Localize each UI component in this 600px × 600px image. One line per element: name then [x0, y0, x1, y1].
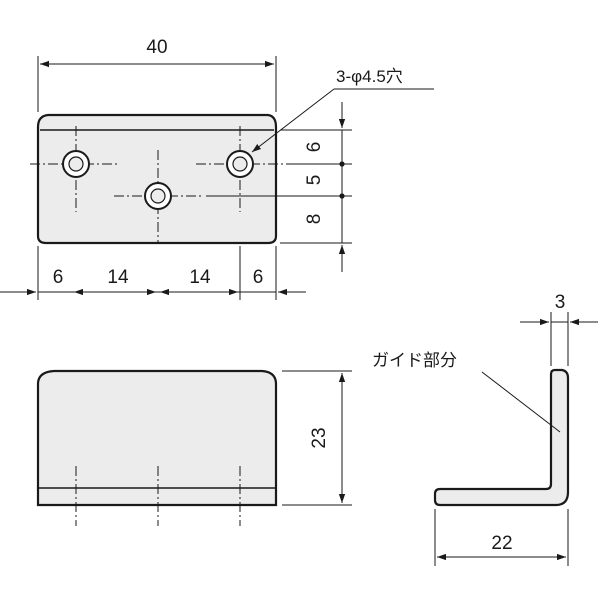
h-dim-label-6-left: 6: [53, 267, 64, 288]
top-view: 40 3-φ4.5穴 6 5 8 6 14 14 6: [0, 37, 434, 300]
width-dimension-label: 40: [146, 37, 167, 58]
front-view-outline: [36, 369, 278, 507]
height-dimension-label: 23: [309, 427, 330, 448]
hole-callout-label: 3-φ4.5穴: [336, 67, 403, 86]
mounting-hole-1: [62, 150, 90, 178]
side-view: 3 ガイド部分 22: [372, 292, 598, 566]
front-view: 23: [36, 369, 352, 526]
v-dim-label-5: 5: [304, 175, 325, 186]
mounting-hole-3: [226, 150, 254, 178]
length-label: 22: [491, 533, 512, 554]
guide-part-label: ガイド部分: [372, 351, 457, 370]
hole-callout-leader: [251, 88, 335, 153]
v-dim-dot-2: [339, 193, 345, 199]
guide-part-leader: [481, 371, 561, 433]
top-view-outline: [36, 113, 278, 245]
h-dim-label-14-left: 14: [107, 267, 129, 288]
v-dim-label-6: 6: [304, 142, 325, 153]
h-dim-label-14-right: 14: [189, 267, 211, 288]
mounting-hole-2: [144, 182, 172, 210]
v-dim-dot-1: [339, 161, 345, 167]
thickness-label: 3: [555, 292, 566, 313]
v-dim-label-8: 8: [304, 214, 325, 225]
side-view-profile: [433, 368, 570, 507]
h-dim-label-6-right: 6: [253, 267, 264, 288]
